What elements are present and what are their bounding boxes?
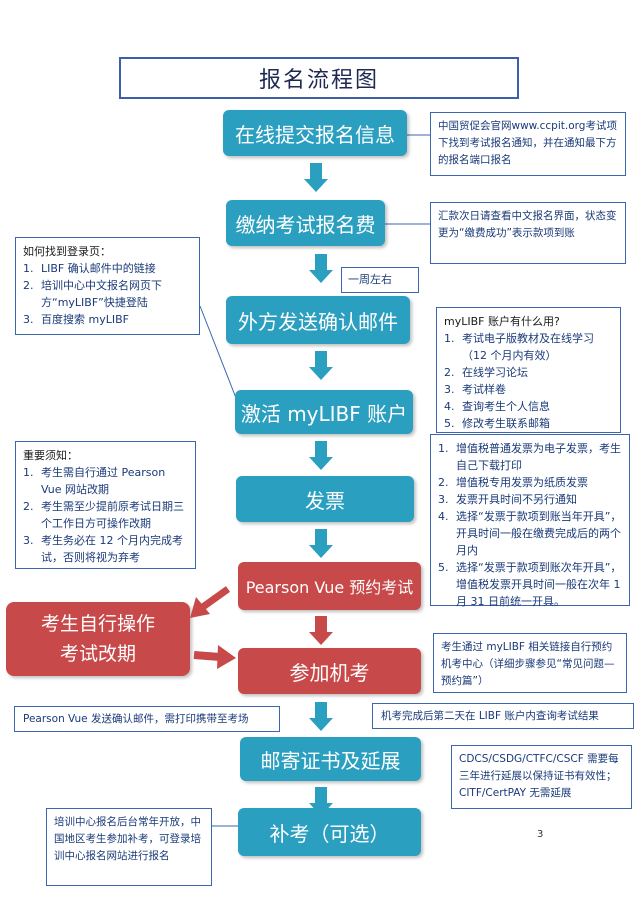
note-mylibf-uses: myLIBF 账户有什么用? 1.考试电子版教材及在线学习（12 个月内有效） … bbox=[436, 307, 621, 433]
list-item: 2.增值税专用发票为纸质发票 bbox=[438, 476, 588, 489]
arrow-right-icon bbox=[193, 645, 236, 669]
list-item: 5.选择“发票于款项到账次年开具”，增值税发票开具时间一般在次年 1 月 31 … bbox=[438, 561, 622, 608]
notice-title: 重要须知： bbox=[23, 449, 78, 462]
note-booking: 考生通过 myLIBF 相关链接自行预约机考中心（详细步骤参见“常见问题—预约篇… bbox=[433, 633, 627, 693]
note-pearson-confirmation: Pearson Vue 发送确认邮件，需打印携带至考场 bbox=[14, 706, 280, 732]
arrow-down-left-icon bbox=[190, 586, 231, 618]
list-item: 2.在线学习论坛 bbox=[444, 366, 528, 379]
mylibf-uses-title: myLIBF 账户有什么用? bbox=[444, 315, 560, 328]
list-item: 3.考试样卷 bbox=[444, 383, 506, 396]
list-item: 1.考生需自行通过 Pearson Vue 网站改期 bbox=[23, 466, 166, 496]
arrow-down-icon bbox=[309, 702, 333, 731]
note-retake-registration: 培训中心报名后台常年开放，中国地区考生参加补考，可登录培训中心报名网站进行报名 bbox=[46, 808, 212, 886]
list-item: 4.选择“发票于款项到账当年开具”，开具时间一般在缴费完成后的两个月内 bbox=[438, 510, 622, 557]
list-item: 2.培训中心中文报名网页下方“myLIBF”快捷登陆 bbox=[23, 279, 162, 309]
list-item: 1.LIBF 确认邮件中的链接 bbox=[23, 262, 156, 275]
arrow-down-icon bbox=[309, 441, 333, 470]
side-line-1: 考生自行操作 bbox=[40, 613, 155, 635]
page-title: 报名流程图 bbox=[119, 57, 519, 99]
arrow-down-icon bbox=[309, 351, 333, 380]
list-item: 1.考试电子版教材及在线学习（12 个月内有效） bbox=[444, 332, 594, 362]
step-take-exam: 参加机考 bbox=[238, 648, 421, 694]
note-important-notice: 重要须知： 1.考生需自行通过 Pearson Vue 网站改期 2.考生需至少… bbox=[15, 441, 196, 569]
step-mail-certificate: 邮寄证书及延展 bbox=[240, 737, 421, 781]
step-activate-mylibf: 激活 myLIBF 账户 bbox=[235, 390, 413, 434]
note-exam-result: 机考完成后第二天在 LIBF 账户内查询考试结果 bbox=[372, 703, 634, 729]
note-payment-status: 汇款次日请查看中文报名界面，状态变更为“缴费成功”表示款项到账 bbox=[430, 202, 626, 264]
arrow-down-icon bbox=[309, 254, 333, 283]
step-pearson-vue-booking: Pearson Vue 预约考试 bbox=[238, 562, 421, 610]
arrow-down-icon bbox=[309, 529, 333, 558]
step-invoice: 发票 bbox=[236, 476, 414, 522]
list-item: 3.发票开具时间不另行通知 bbox=[438, 493, 577, 506]
red-arrows bbox=[190, 586, 236, 669]
step-pay-fee: 缴纳考试报名费 bbox=[226, 200, 385, 246]
list-item: 1.增值税普通发票为电子发票，考生自己下载打印 bbox=[438, 442, 621, 472]
list-item: 4.查询考生个人信息 bbox=[444, 400, 550, 413]
list-item: 3.百度搜索 myLIBF bbox=[23, 313, 129, 326]
login-guide-title: 如何找到登录页： bbox=[23, 245, 111, 258]
step-retake: 补考（可选） bbox=[238, 808, 421, 856]
note-registration-site: 中国贸促会官网www.ccpit.org考试项下找到考试报名通知，并在通知最下方… bbox=[430, 112, 626, 176]
arrow-down-icon bbox=[309, 616, 333, 645]
note-one-week: 一周左右 bbox=[341, 267, 419, 293]
note-login-guide: 如何找到登录页： 1.LIBF 确认邮件中的链接 2.培训中心中文报名网页下方“… bbox=[15, 237, 200, 335]
page-number: 3 bbox=[537, 829, 544, 840]
note-certificate-renewal: CDCS/CSDG/CTFC/CSCF 需要每三年进行延展以保持证书有效性；CI… bbox=[451, 745, 632, 809]
connector-login bbox=[199, 305, 237, 399]
note-invoice-details: 1.增值税普通发票为电子发票，考生自己下载打印 2.增值税专用发票为纸质发票 3… bbox=[430, 434, 630, 608]
arrow-down-icon bbox=[304, 163, 328, 192]
list-item: 5.修改考生联系邮箱 bbox=[444, 417, 550, 430]
side-line-2: 考试改期 bbox=[59, 643, 136, 665]
step-confirmation-email: 外方发送确认邮件 bbox=[226, 296, 410, 344]
side-reschedule-box: 考生自行操作 考试改期 bbox=[6, 602, 190, 676]
list-item: 2.考生需至少提前原考试日期三个工作日方可操作改期 bbox=[23, 500, 184, 530]
list-item: 3.考生务必在 12 个月内完成考试，否则将视为弃考 bbox=[23, 534, 183, 564]
step-submit-registration: 在线提交报名信息 bbox=[223, 110, 407, 156]
